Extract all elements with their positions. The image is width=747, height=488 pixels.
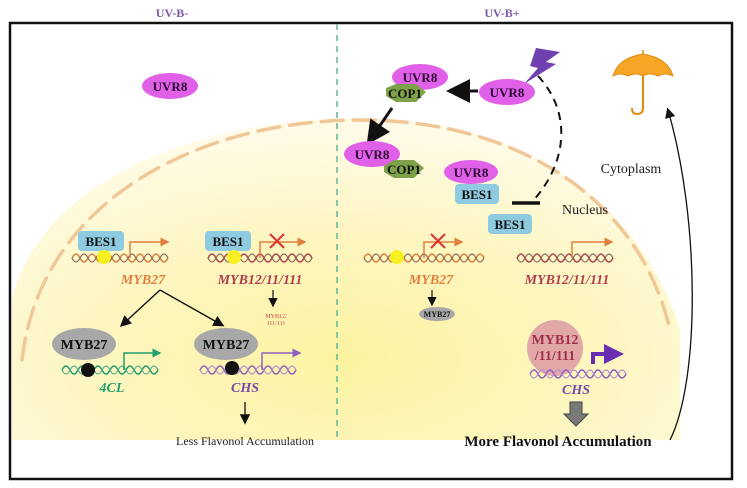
- svg-text:CHS: CHS: [562, 383, 590, 398]
- arrow-myb27-to-4cl: [119, 289, 161, 327]
- lightning-bolt-icon: [524, 48, 560, 84]
- right-uvr8-cop1-complex: UVR8 COP1: [386, 64, 448, 102]
- left-uvr8: UVR8: [142, 73, 198, 99]
- gene-4cl-label: 4CL: [99, 381, 125, 396]
- nucleus-label: Nucleus: [562, 203, 608, 218]
- svg-text:UVR8: UVR8: [153, 79, 188, 94]
- svg-text:MYB27: MYB27: [408, 273, 454, 288]
- gene-chs-label: CHS: [231, 381, 259, 396]
- svg-text:UVR8: UVR8: [490, 85, 525, 100]
- svg-text:BES1: BES1: [461, 187, 492, 202]
- svg-text:MYB12: MYB12: [532, 333, 579, 348]
- svg-text:BES1: BES1: [494, 217, 525, 232]
- svg-text:BES1: BES1: [212, 234, 243, 249]
- less-flavonol-label: Less Flavonol Accumulation: [176, 434, 314, 448]
- header-uvb-minus: UV-B-: [156, 6, 188, 20]
- right-uvr8-cop1-nuclear: UVR8 COP1: [344, 141, 424, 178]
- svg-text:COP1: COP1: [388, 86, 422, 101]
- nucleus-region: [12, 118, 680, 440]
- right-uvr8-bes1-complex: UVR8 BES1: [444, 160, 499, 204]
- uvr8-inhibition-line: [531, 75, 563, 203]
- right-myb12-chs: MYB12 /11/111 CHS: [527, 320, 627, 398]
- svg-text:111/111: 111/111: [267, 321, 286, 327]
- left-bes1-myb12-promoter: BES1 MYB12/11/111 MYB12/ 111/111: [205, 231, 313, 327]
- umbrella-icon: [612, 50, 674, 116]
- block-x-icon: [269, 233, 285, 249]
- arrow-myb27-to-chs: [159, 289, 225, 327]
- block-x-icon: [430, 233, 446, 249]
- right-myb27-promoter: MYB27 MYB27: [363, 233, 485, 321]
- svg-text:/11/111: /11/111: [534, 349, 575, 364]
- left-myb27-chs: MYB27 CHS: [194, 328, 302, 396]
- gene-myb12-label: MYB12/11/111: [217, 273, 303, 288]
- svg-text:COP1: COP1: [387, 162, 421, 177]
- svg-text:MYB12/: MYB12/: [265, 314, 287, 320]
- arrow-to-more-flavonol: [562, 401, 590, 427]
- arrow-complex-to-nucleus: [366, 107, 394, 145]
- gene-myb27-label: MYB27: [120, 273, 166, 288]
- svg-text:BES1: BES1: [85, 234, 116, 249]
- nuclear-envelope: [20, 118, 672, 362]
- right-bes1-free: BES1: [488, 214, 532, 234]
- right-myb12-promoter: MYB12/11/111: [516, 237, 614, 288]
- svg-text:MYB27: MYB27: [424, 310, 451, 319]
- svg-text:UVR8: UVR8: [454, 165, 489, 180]
- svg-text:MYB12/11/111: MYB12/11/111: [524, 273, 610, 288]
- left-bes1-myb27-promoter: BES1 MYB27: [71, 231, 170, 288]
- right-uvr8-free: UVR8: [479, 79, 535, 105]
- more-flavonol-label: More Flavonol Accumulation: [464, 434, 652, 450]
- svg-text:MYB27: MYB27: [203, 338, 250, 353]
- svg-text:UVR8: UVR8: [403, 70, 438, 85]
- svg-text:UVR8: UVR8: [355, 147, 390, 162]
- svg-text:MYB27: MYB27: [61, 338, 108, 353]
- left-myb27-4cl: MYB27 4CL: [52, 328, 162, 396]
- arrow-feedback-protection: [665, 107, 693, 441]
- header-uvb-plus: UV-B+: [484, 6, 519, 20]
- cytoplasm-label: Cytoplasm: [601, 162, 662, 177]
